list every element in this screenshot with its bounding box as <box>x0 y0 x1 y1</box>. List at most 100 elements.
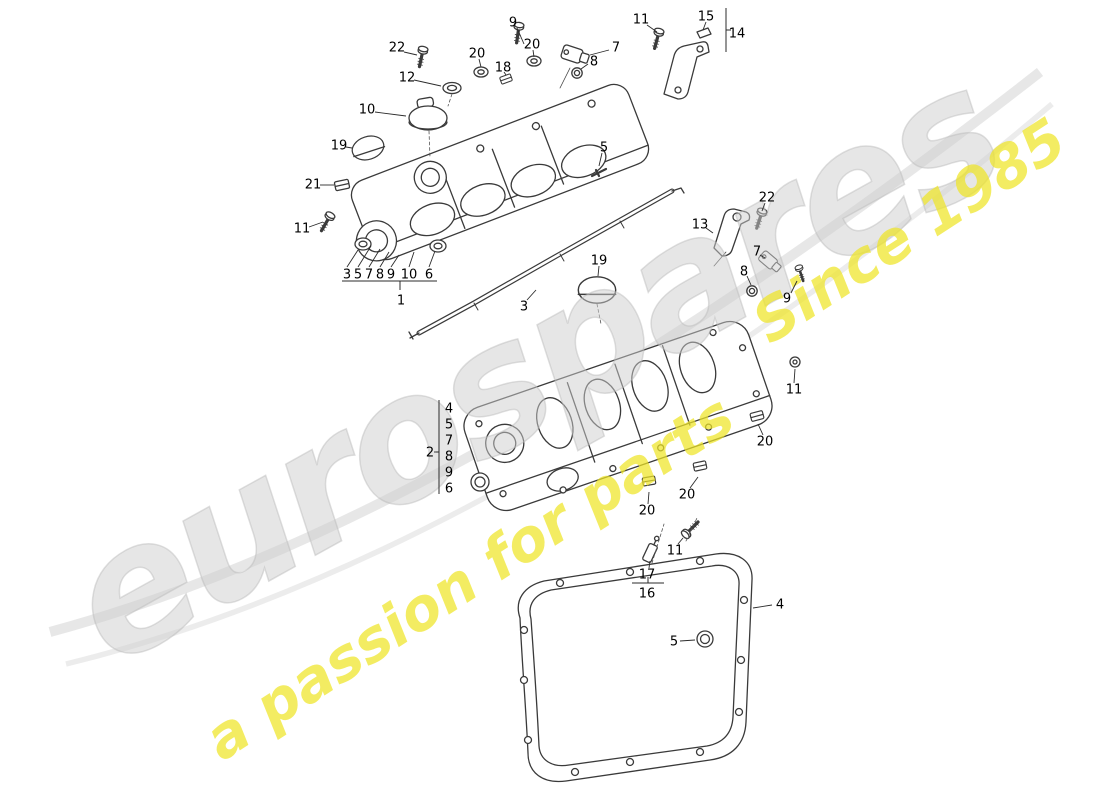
part-number-label-8: 8 <box>445 450 453 465</box>
upper-cover-bolt-hole <box>476 144 485 153</box>
seal-ring-inner <box>358 240 368 248</box>
upper-cover-bolt-hole <box>587 99 596 108</box>
sensor-body <box>642 542 658 564</box>
seal-ring-inner <box>433 242 443 250</box>
part-number-label-20: 20 <box>679 488 696 503</box>
cap-seal-ring <box>442 81 462 95</box>
leader-line <box>345 146 353 149</box>
leader-line <box>705 227 714 234</box>
lower-cover-seam <box>485 394 771 494</box>
bracket-group-2 <box>436 400 440 494</box>
support-bracket <box>663 27 712 100</box>
leader-line <box>646 24 658 33</box>
part-number-label-1: 1 <box>397 294 405 309</box>
valve-cover-lower <box>463 320 773 512</box>
sensor-bracket <box>713 208 751 257</box>
part-number-label-20: 20 <box>757 435 774 450</box>
part-number-label-9: 9 <box>387 268 395 283</box>
cap-rim <box>408 121 448 130</box>
upper-cover-arch-3 <box>510 163 557 198</box>
dome-assembly-line <box>596 303 602 325</box>
part-number-label-5: 5 <box>354 268 362 283</box>
leader-line <box>679 639 696 642</box>
bracket-group-1 <box>342 280 437 290</box>
small-sensor-17 <box>642 535 660 564</box>
bolt-assembly-line <box>685 517 698 542</box>
valve-cover-gasket <box>517 552 753 783</box>
leader-line <box>677 537 684 545</box>
gasket-bolt-hole <box>555 578 565 588</box>
part-number-label-7: 7 <box>753 245 761 260</box>
gasket-bolt-hole <box>519 675 529 685</box>
washer-bolt <box>789 356 801 368</box>
rail-ticks <box>473 220 625 311</box>
callout-brackets <box>342 8 731 584</box>
part-number-label-6: 6 <box>445 482 453 497</box>
gasket-bolt-hole <box>739 595 749 605</box>
upper-cover-arch-2 <box>460 183 506 217</box>
leader-line <box>374 111 407 117</box>
grommet-icon <box>473 66 489 78</box>
part-number-label-4: 4 <box>776 598 784 613</box>
bracket-body <box>713 208 751 257</box>
leader-line <box>428 250 436 268</box>
grommet-icon <box>526 55 542 67</box>
part-number-label-7: 7 <box>365 268 373 283</box>
gasket-bolt-hole <box>570 767 580 777</box>
leader-line <box>379 251 390 268</box>
leader-line <box>516 27 525 45</box>
lower-cover-arch-3 <box>631 360 669 412</box>
bolt-icon <box>413 43 431 70</box>
part-number-label-11: 11 <box>633 13 650 28</box>
breather-dome-icon <box>348 131 388 165</box>
leader-line <box>647 491 650 505</box>
leader-line <box>526 289 537 301</box>
part-number-label-11: 11 <box>667 544 684 559</box>
part-number-label-21: 21 <box>305 178 322 193</box>
part-number-label-19: 19 <box>591 254 608 269</box>
part-number-label-18: 18 <box>495 61 512 76</box>
part-number-label-3: 3 <box>520 300 528 315</box>
sensor-tip <box>653 535 660 542</box>
part-number-label-20: 20 <box>469 47 486 62</box>
washer-inner <box>792 359 798 365</box>
seal-ring-inner <box>446 84 458 92</box>
gasket-bolt-hole <box>625 757 635 767</box>
part-number-label-6: 6 <box>425 268 433 283</box>
part-number-label-22: 22 <box>389 41 406 56</box>
upper-cover-arch-4 <box>560 144 607 179</box>
part-number-label-3: 3 <box>343 268 351 283</box>
part-number-label-9: 9 <box>783 292 791 307</box>
bolt-icon <box>678 516 704 542</box>
leader-line <box>761 202 766 212</box>
bolt-icon <box>648 25 667 52</box>
seal-ring-icon <box>571 67 583 79</box>
gasket-strip <box>408 187 685 340</box>
leader-line <box>757 423 764 436</box>
part-number-label-13: 13 <box>692 218 709 233</box>
part-number-label-5: 5 <box>445 418 453 433</box>
part-number-label-14: 14 <box>729 27 746 42</box>
part-number-label-7: 7 <box>612 41 620 56</box>
gasket-bolt-hole <box>734 707 744 717</box>
part-number-label-8: 8 <box>376 268 384 283</box>
gasket-bolt-hole <box>519 625 529 635</box>
lower-cover-ribs <box>566 345 691 463</box>
rail-end-hooks <box>408 187 685 340</box>
part-number-label-12: 12 <box>399 71 416 86</box>
part-number-label-20: 20 <box>524 38 541 53</box>
leader-line <box>759 254 766 259</box>
gasket-bolt-hole <box>523 735 533 745</box>
gasket-bolt-hole <box>695 556 705 566</box>
lower-cover-bolt-hole <box>609 464 617 473</box>
gasket-inner <box>529 564 740 767</box>
lower-cover-bolt-hole <box>475 420 483 428</box>
part-number-label-4: 4 <box>445 402 453 417</box>
sensor-link-line <box>559 67 571 89</box>
leader-line <box>793 368 796 384</box>
lower-cover-bolt-hole <box>704 423 713 431</box>
part17-assembly-line <box>651 523 665 564</box>
leader-lines <box>308 21 798 642</box>
